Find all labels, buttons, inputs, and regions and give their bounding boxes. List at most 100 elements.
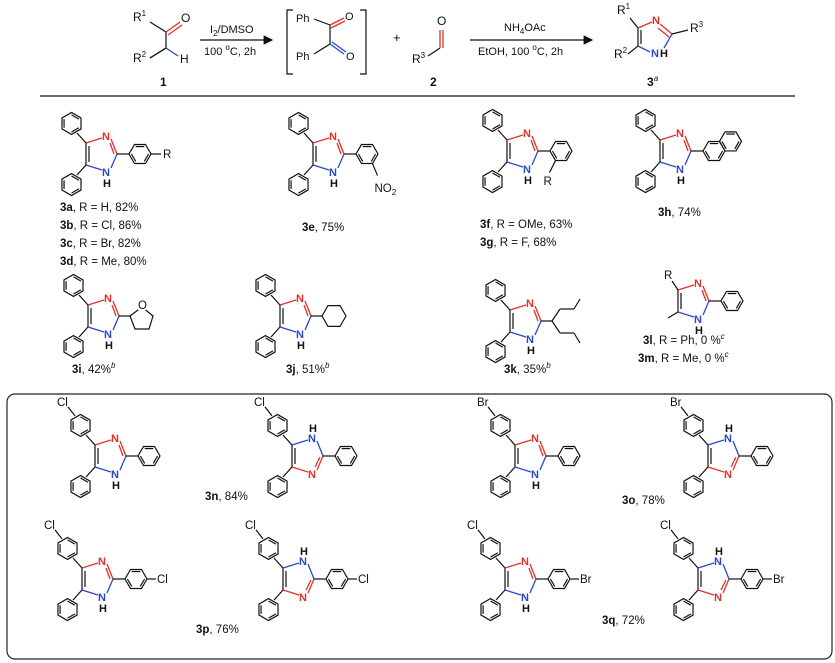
reactant-2-aldehyde: R3 O 2 bbox=[412, 14, 446, 89]
nh-hydrogen: H bbox=[309, 423, 317, 435]
halogen-right: Br bbox=[773, 574, 785, 586]
alpha-hydrogen: H bbox=[180, 52, 189, 66]
product-label-p3g: 3g, R = F, 68% bbox=[480, 237, 556, 249]
halogen-left: Cl bbox=[467, 520, 478, 532]
imine-nitrogen: N bbox=[694, 278, 702, 290]
product-label-p3d: 3d, R = Me, 80% bbox=[60, 256, 147, 268]
imine-nitrogen: N bbox=[521, 556, 529, 568]
product-label-p3o: 3o, 78% bbox=[622, 495, 665, 507]
nitro-group: NO2 bbox=[375, 183, 397, 197]
product-labels: 3a, R = H, 82% 3b, R = Cl, 86% 3c, R = Br,… bbox=[60, 202, 729, 636]
amine-nitrogen: N bbox=[104, 329, 112, 341]
r-substituent: R bbox=[544, 176, 552, 188]
product-label-p3p: 3p, 76% bbox=[196, 624, 239, 636]
svg-text:N: N bbox=[651, 48, 659, 60]
svg-text:R2: R2 bbox=[614, 46, 628, 61]
nh-hydrogen: H bbox=[527, 345, 535, 357]
imine-nitrogen: N bbox=[526, 298, 534, 310]
r2-label: R2 bbox=[133, 50, 147, 65]
imine-nitrogen: N bbox=[102, 131, 110, 143]
svg-text:O: O bbox=[345, 11, 354, 23]
halogen-left: Cl bbox=[57, 397, 68, 409]
product-label-p3h: 3h, 74% bbox=[658, 207, 701, 219]
imine-nitrogen: N bbox=[296, 293, 304, 305]
carbonyl-oxygen: O bbox=[181, 11, 190, 25]
product-3-imidazole: R1 R2 N R3 N H 3a bbox=[614, 2, 704, 89]
halogen-right: Cl bbox=[157, 574, 168, 586]
product-label-p3c: 3c, R = Br, 82% bbox=[60, 238, 141, 250]
nh-hydrogen: H bbox=[112, 480, 120, 492]
product-label-p3i: 3i, 42%b bbox=[72, 361, 116, 376]
amine-nitrogen: N bbox=[308, 433, 316, 445]
amine-nitrogen: N bbox=[98, 592, 106, 604]
step-1-arrow: I2/DMSO 100 oC, 2h bbox=[200, 24, 274, 58]
nh-hydrogen: H bbox=[522, 603, 530, 615]
amine-nitrogen: N bbox=[111, 469, 119, 481]
nh-hydrogen: H bbox=[330, 178, 338, 190]
nh-hydrogen: H bbox=[524, 175, 532, 187]
halogen-right: Cl bbox=[358, 574, 369, 586]
imine-nitrogen: N bbox=[714, 592, 722, 604]
product-label-p3k: 3k, 35%b bbox=[504, 361, 551, 376]
product-label-p3b: 3b, R = Cl, 86% bbox=[60, 220, 142, 232]
svg-text:H: H bbox=[660, 48, 668, 60]
halogen-left: Cl bbox=[44, 520, 55, 532]
amine-nitrogen: N bbox=[521, 592, 529, 604]
product-label-p3q: 3q, 72% bbox=[602, 615, 645, 627]
svg-text:Ph: Ph bbox=[296, 51, 309, 63]
imine-nitrogen: N bbox=[104, 293, 112, 305]
label-2: 2 bbox=[430, 75, 437, 89]
svg-text:O: O bbox=[346, 51, 355, 63]
amine-nitrogen: N bbox=[676, 164, 684, 176]
product-label-p3m: 3m, R = Me, 0 %c bbox=[638, 350, 729, 365]
amine-nitrogen: N bbox=[526, 334, 534, 346]
halogen-right: Br bbox=[580, 574, 592, 586]
nh-hydrogen: H bbox=[715, 546, 723, 558]
amine-nitrogen: N bbox=[299, 556, 307, 568]
nh-hydrogen: H bbox=[725, 423, 733, 435]
amine-nitrogen: N bbox=[694, 314, 702, 326]
r-substituent: R bbox=[163, 149, 171, 161]
step1-conditions: 100 oC, 2h bbox=[204, 43, 256, 58]
regioisomer-box bbox=[6, 393, 833, 660]
imine-nitrogen: N bbox=[98, 556, 106, 568]
nh-hydrogen: H bbox=[532, 480, 540, 492]
r-substituent: R bbox=[664, 270, 672, 282]
product-label-p3e: 3e, 75% bbox=[302, 222, 344, 234]
nh-hydrogen: H bbox=[297, 340, 305, 352]
imine-nitrogen: N bbox=[676, 128, 684, 140]
step-2-arrow: NH4OAc EtOH, 100 oC, 2h bbox=[470, 22, 594, 58]
nh-hydrogen: H bbox=[677, 175, 685, 187]
imine-nitrogen: N bbox=[329, 131, 337, 143]
structure-3k: NNH bbox=[485, 278, 581, 364]
amine-nitrogen: N bbox=[523, 164, 531, 176]
svg-text:R3: R3 bbox=[412, 51, 426, 66]
imine-nitrogen: N bbox=[299, 592, 307, 604]
nh-hydrogen: H bbox=[695, 325, 703, 337]
svg-text:Ph: Ph bbox=[296, 13, 309, 25]
label-1: 1 bbox=[160, 75, 167, 89]
reactant-1: R1 O R2 H 1 bbox=[133, 9, 190, 89]
amine-nitrogen: N bbox=[296, 329, 304, 341]
product-label-p3n: 3n, 84% bbox=[205, 491, 248, 503]
halogen-left: Cl bbox=[660, 520, 671, 532]
amine-nitrogen: N bbox=[531, 469, 539, 481]
furan-oxygen: O bbox=[138, 300, 147, 312]
svg-text:EtOH, 100 oC, 2h: EtOH, 100 oC, 2h bbox=[478, 43, 563, 58]
product-label-p3j: 3j, 51%b bbox=[286, 361, 330, 376]
imine-nitrogen: N bbox=[111, 433, 119, 445]
product-label-p3a: 3a, R = H, 82% bbox=[60, 202, 138, 214]
structure-3h: NNH bbox=[635, 108, 743, 194]
label-3: 3a bbox=[647, 74, 659, 89]
halogen-left: Br bbox=[477, 397, 489, 409]
